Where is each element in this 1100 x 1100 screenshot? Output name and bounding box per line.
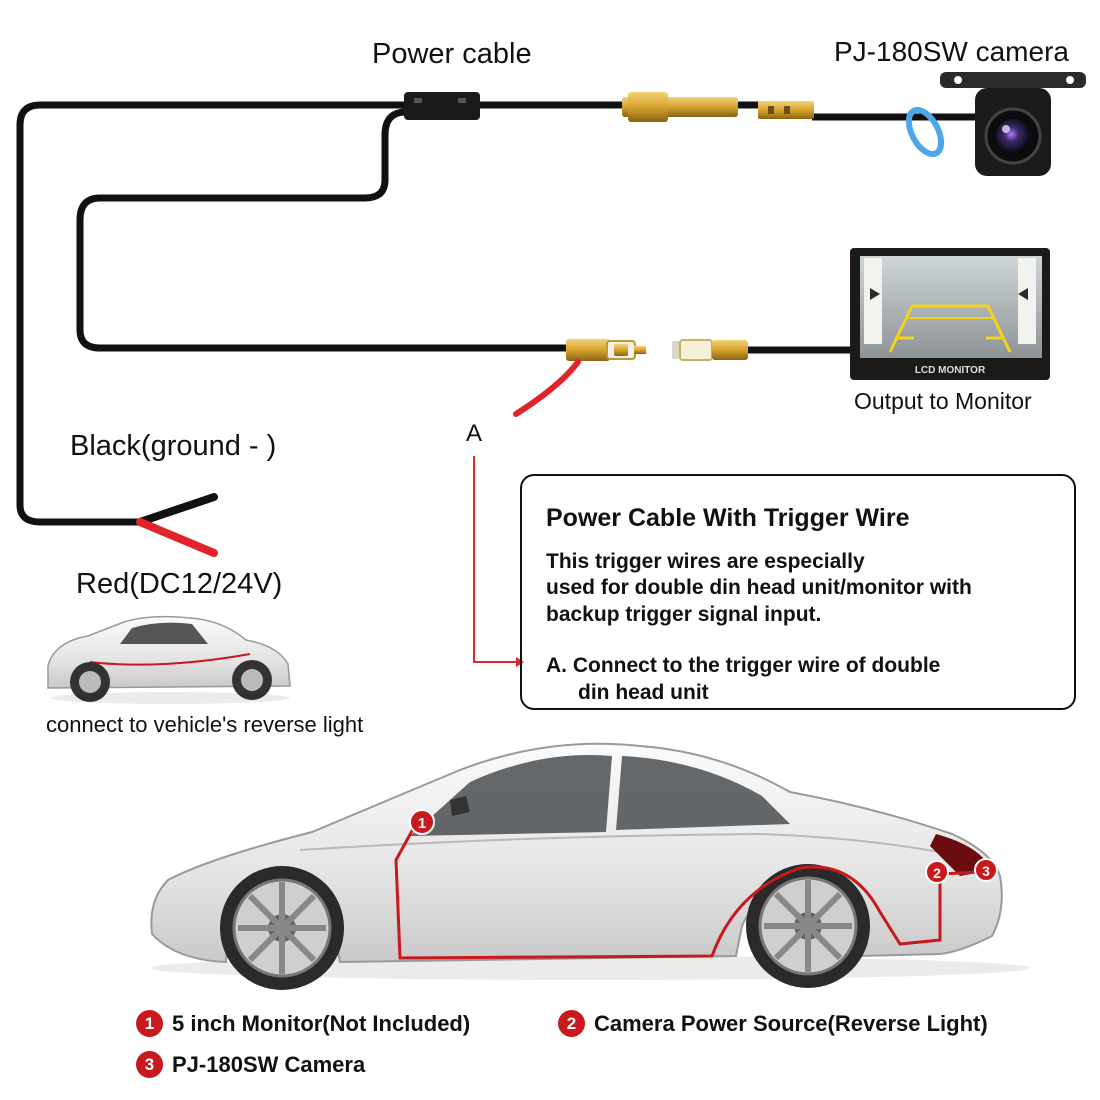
large-car-image: 1 2 3 xyxy=(150,742,1030,990)
legend-text-1: 5 inch Monitor(Not Included) xyxy=(172,1010,471,1036)
svg-text:2: 2 xyxy=(933,865,941,881)
legend-text-3: PJ-180SW Camera xyxy=(172,1051,366,1077)
callout-line-5: din head unit xyxy=(578,681,709,704)
black-wire-label: Black(ground - ) xyxy=(70,430,277,462)
rear-wheel xyxy=(746,864,870,988)
car-wiring-route xyxy=(394,819,981,960)
red-wire-label: Red(DC12/24V) xyxy=(76,568,283,600)
legend-badge-1: 1 xyxy=(136,1010,163,1037)
point-a-label: A xyxy=(466,420,483,447)
car-marker-2: 2 xyxy=(925,860,949,884)
trigger-wire-stub xyxy=(513,359,581,417)
output-monitor-label: Output to Monitor xyxy=(854,388,1032,414)
car-marker-1: 1 xyxy=(409,809,435,835)
callout-line-1: This trigger wires are especially xyxy=(546,550,865,573)
camera-image xyxy=(905,72,1086,176)
red-wire-end xyxy=(136,518,218,557)
legend-text-2: Camera Power Source(Reverse Light) xyxy=(594,1010,988,1036)
video-cable-line xyxy=(76,108,568,352)
trigger-wire-callout: Power Cable With Trigger Wire This trigg… xyxy=(520,474,1076,710)
rca-male-connector xyxy=(566,339,646,361)
small-car-image xyxy=(47,615,291,704)
lcd-monitor-label: LCD MONITOR xyxy=(915,365,986,376)
power-cable-label: Power cable xyxy=(372,38,532,70)
callout-line-3: backup trigger signal input. xyxy=(546,603,822,626)
front-wheel xyxy=(220,866,344,990)
camera-label: PJ-180SW camera xyxy=(834,36,1069,67)
power-cable-line xyxy=(16,101,980,526)
callout-title: Power Cable With Trigger Wire xyxy=(546,504,910,532)
callout-line-2: used for double din head unit/monitor wi… xyxy=(546,576,972,599)
svg-text:1: 1 xyxy=(418,815,426,832)
car-marker-3: 3 xyxy=(974,858,998,882)
legend-item-camera: 3 PJ-180SW Camera xyxy=(136,1051,365,1078)
rca-female-connector xyxy=(672,339,748,361)
legend-item-monitor: 1 5 inch Monitor(Not Included) xyxy=(136,1010,470,1037)
reverse-light-label: connect to vehicle's reverse light xyxy=(46,712,364,737)
black-wire-end xyxy=(136,493,218,526)
callout-line-4: A. Connect to the trigger wire of double xyxy=(546,654,941,677)
legend-item-power-source: 2 Camera Power Source(Reverse Light) xyxy=(558,1010,988,1037)
power-junction-box xyxy=(404,92,480,120)
legend-badge-3: 3 xyxy=(136,1051,163,1078)
lcd-monitor-image: LCD MONITOR xyxy=(850,248,1050,380)
legend-badge-2: 2 xyxy=(558,1010,585,1037)
trigger-leader-line xyxy=(473,456,516,663)
svg-text:3: 3 xyxy=(982,863,990,879)
